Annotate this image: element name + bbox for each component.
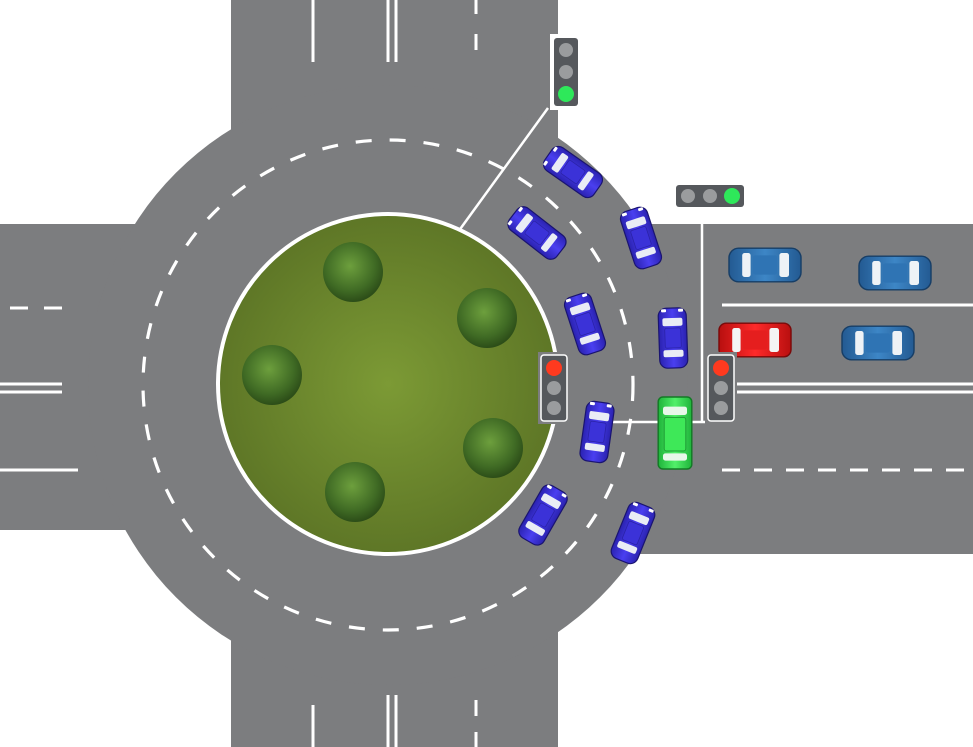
green-car: [657, 396, 693, 470]
tree-1: [323, 242, 383, 302]
tree-4: [463, 418, 523, 478]
red-car: [718, 322, 792, 358]
central-island: [216, 212, 560, 556]
top-light-green-lamp: [558, 86, 574, 102]
tree-3: [242, 345, 302, 405]
top-traffic-light: [550, 34, 582, 110]
top-light-red-lamp: [559, 43, 573, 57]
teal-car-2: [858, 255, 932, 291]
right-upper-traffic-light: [672, 181, 748, 211]
tree-2: [457, 288, 517, 348]
center-right-traffic-light: [705, 352, 737, 424]
teal-car-3: [841, 325, 915, 361]
queue-car-5: [657, 306, 689, 370]
island-traffic-light: [538, 352, 570, 424]
top-light-amber-lamp: [559, 65, 573, 79]
tree-5: [325, 462, 385, 522]
teal-car-1: [728, 247, 802, 283]
